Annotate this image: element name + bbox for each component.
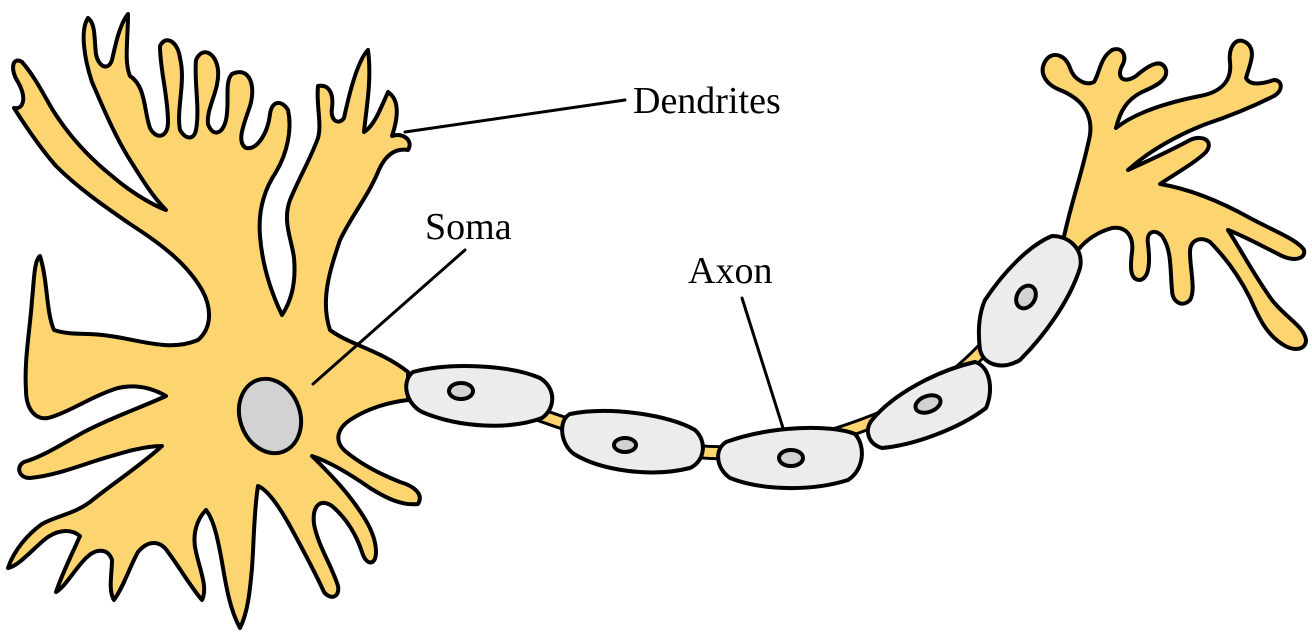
- soma-label: Soma: [425, 208, 512, 246]
- myelin-sheath-3: [718, 428, 862, 488]
- axon-label: Axon: [688, 252, 772, 290]
- soma-dendrites: [8, 14, 420, 628]
- myelin-sheath-1: [406, 366, 552, 426]
- myelin-sheath-4: [868, 362, 990, 448]
- myelin-sheath-2: [562, 411, 703, 472]
- schwann-nucleus-1: [449, 383, 473, 399]
- myelin-sheath-5: [979, 236, 1081, 365]
- axon-leader-line: [742, 298, 783, 428]
- axon-terminals: [1043, 41, 1306, 349]
- schwann-nucleus-2: [614, 438, 636, 452]
- dendrites-leader-line: [405, 100, 625, 132]
- schwann-nucleus-3: [779, 450, 803, 466]
- dendrites-label: Dendrites: [633, 82, 781, 120]
